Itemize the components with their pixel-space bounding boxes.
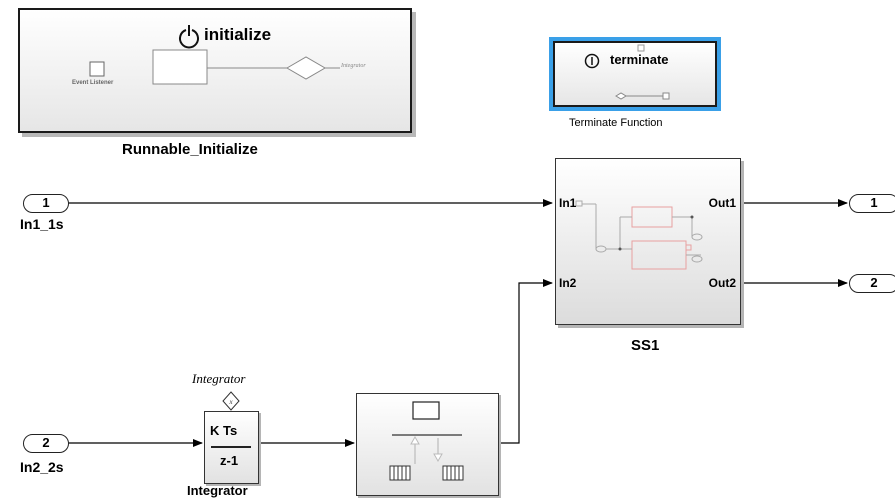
inport-2[interactable]: 2 [23,434,69,453]
inport-2-name: In2_2s [20,459,64,475]
event-listener-label: Event Listener [72,80,114,86]
outport-2[interactable]: 2 [849,274,895,293]
subsystem-port-in1: In1 [559,196,577,210]
subsystem-port-in2: In2 [559,276,577,290]
event-diamond-icon: x [222,391,240,411]
stop-icon [584,53,600,69]
integrator-numerator: K Ts [210,423,238,438]
subsystem-thumbnail [575,200,703,270]
initialize-function-block[interactable]: initialize Event Listener Integrator [18,8,412,133]
outport-2-number: 2 [870,275,878,290]
subsystem-port-out1: Out1 [708,196,736,210]
outport-1-number: 1 [870,195,878,210]
integrator-block-name: Integrator [187,483,248,498]
power-icon [179,25,199,49]
initialize-block-name: Runnable_Initialize [122,141,258,158]
terminate-function-block[interactable]: terminate [549,37,721,111]
event-diamond-glyph: x [228,398,233,406]
event-listener-icon [89,61,105,77]
state-write-diamond-icon [286,56,326,80]
subsystem-name: SS1 [631,337,660,354]
integrator-denominator: z-1 [220,453,239,468]
initialize-block-contents [89,25,340,85]
discrete-integrator-block[interactable]: K Ts z-1 [204,411,259,484]
outport-1[interactable]: 1 [849,194,895,213]
inport-1[interactable]: 1 [23,194,69,213]
terminate-title: terminate [610,52,669,67]
subsystem-block[interactable]: In1 In2 Out1 Out2 [555,158,741,325]
signal-line-rate-transition-out[interactable] [500,279,553,444]
initialize-title: initialize [204,25,272,44]
fraction-bar [211,446,251,448]
rate-transition-block[interactable] [356,393,499,496]
terminate-block-name: Terminate Function [569,117,663,129]
thumbnail-block-icon [152,49,208,85]
inport-2-number: 2 [42,435,50,450]
integrator-ref-label: Integrator [341,63,366,69]
inport-1-number: 1 [42,195,50,210]
terminate-block-body: terminate [553,41,717,107]
terminate-block-contents [584,44,670,100]
rate-transition-icon [389,401,464,481]
integrator-event-label: Integrator [192,371,246,386]
subsystem-port-out2: Out2 [708,276,736,290]
inport-1-name: In1_1s [20,216,64,232]
